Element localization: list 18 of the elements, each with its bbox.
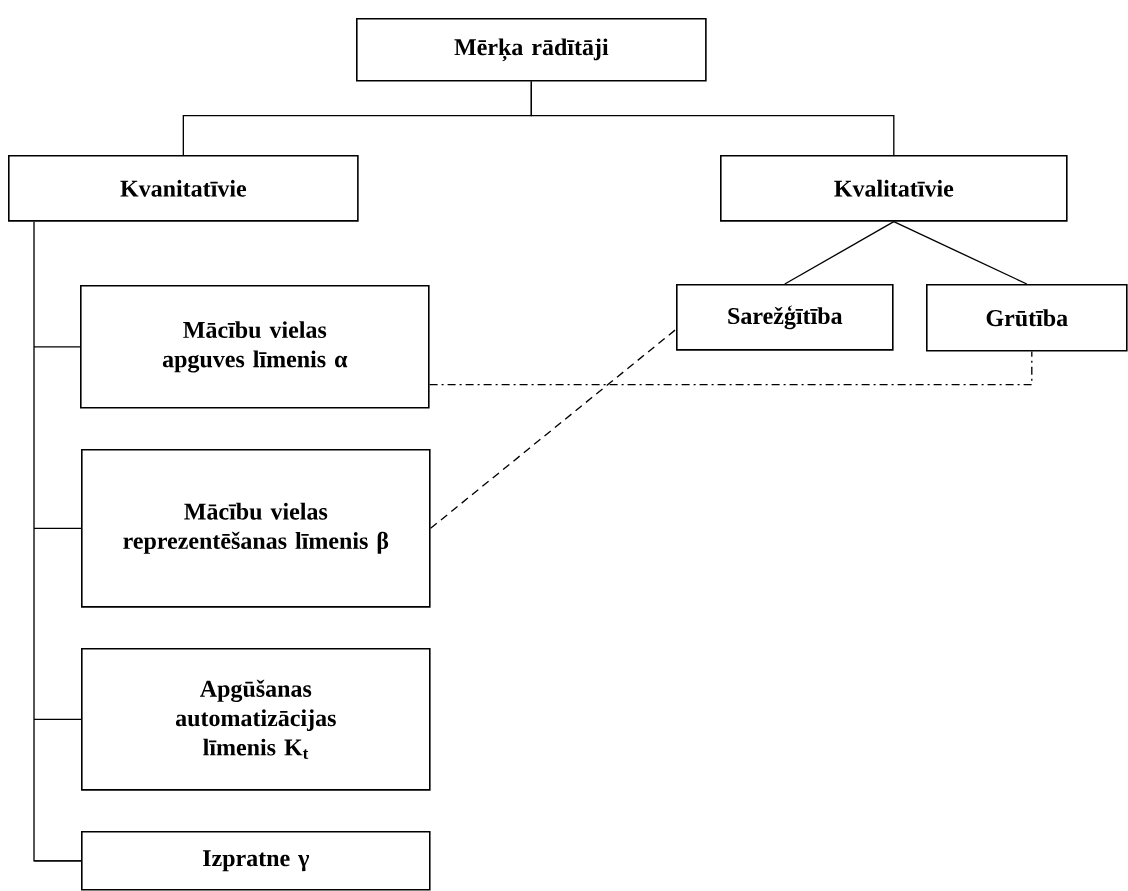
indicator-box: Mācību vielas reprezentēšanas līmenis β bbox=[81, 449, 431, 608]
root-box: Mērķa rādītāji bbox=[356, 18, 707, 82]
connector-line bbox=[33, 718, 82, 720]
indicator-box: Izpratne γ bbox=[81, 831, 431, 891]
criterion-box: Grūtība bbox=[926, 284, 1128, 352]
connector-line bbox=[33, 346, 81, 348]
connector-line bbox=[784, 221, 895, 285]
link-line bbox=[428, 350, 1033, 386]
category-box: Kvanitatīvie bbox=[8, 155, 359, 222]
criterion-box: Sarežģītība bbox=[676, 284, 894, 351]
indicator-box: Mācību vielas apguves līmenis α bbox=[80, 285, 430, 409]
category-box: Kvalitatīvie bbox=[720, 155, 1068, 222]
connector-line bbox=[33, 527, 82, 529]
connector-line bbox=[530, 80, 895, 156]
connector-line bbox=[33, 860, 82, 862]
connector-line bbox=[893, 221, 1028, 285]
link-line bbox=[429, 328, 677, 529]
indicator-box: Apgūšanas automatizācijas līmenis K$_{t}$ bbox=[81, 648, 431, 791]
